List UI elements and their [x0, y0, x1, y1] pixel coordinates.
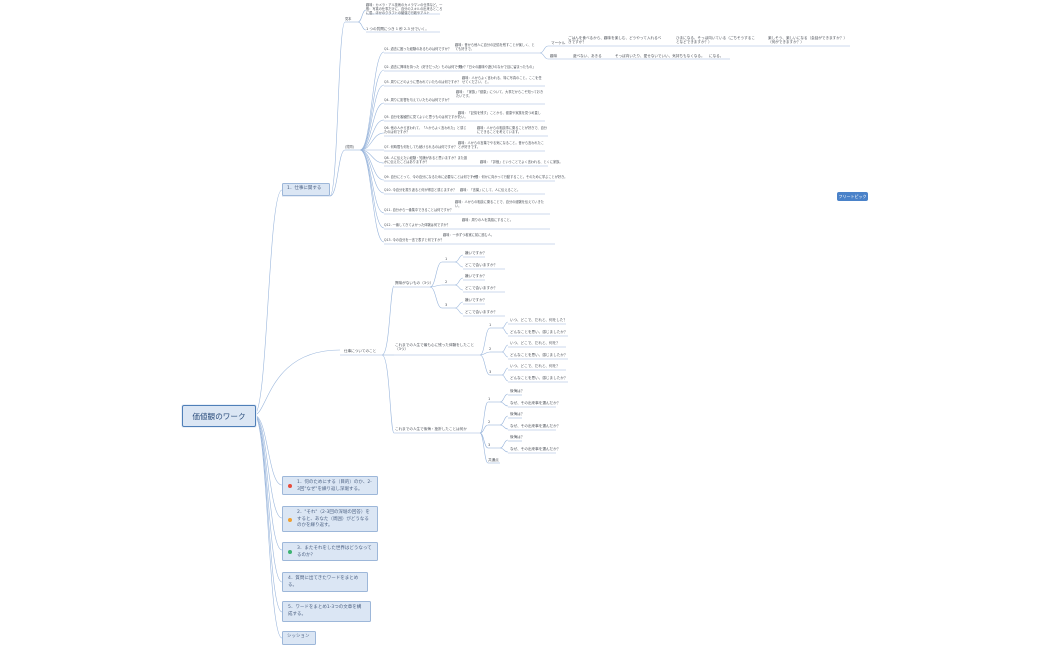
- group2-item2-q2: どんなことを思い、感じましたか？: [510, 353, 568, 357]
- group2-num-3: 3: [489, 370, 492, 374]
- answer-1: 趣味：昔から他人に自分の記憶を残すことが楽しく、とても好きで。: [455, 43, 535, 51]
- group3-item3-q1: 後悔は？: [510, 435, 525, 439]
- step-3-text: 3．またそれをした世界はどうなってるのか？: [297, 546, 372, 558]
- question-10: Q10. 今自分を振り返ると何が得意と感じますか？: [384, 188, 457, 192]
- chain-row1-item1: マーケル: [551, 41, 566, 45]
- red-dot-icon: [288, 484, 292, 488]
- green-dot-icon: [288, 550, 292, 554]
- group2-item3-q1: いつ、どこで、だれと、何を？: [510, 364, 560, 368]
- answer-12: 趣味：周りの人を笑顔にすること。: [462, 218, 514, 222]
- group2-item2-q1: いつ、どこで、だれと、何を？: [510, 341, 560, 345]
- chain-row2-item2: 遊べない、あきる: [573, 54, 602, 58]
- answer-7: 趣味：人からの言葉でやる気になること。昔から言われたことが好きです。: [458, 141, 544, 149]
- answer-4: 趣味：「家族」「健康」について、大事だからこそ知っておきたいです。: [456, 90, 544, 98]
- step-2-text: 2．"それ"（2-3回の深堀の回答）をすると、あなた（周囲）がどうなるのかを繰り…: [297, 510, 370, 528]
- step-5-text: 5．ワードをまとめ1-3つの文章を構成する。: [288, 605, 362, 617]
- chain-row1-item2: ごはんを食べるから、趣味を楽しむ、どうやって入れるべきですか？: [568, 36, 662, 45]
- group3-item2-q1: 後悔は？: [510, 412, 525, 416]
- group2-item1-q2: どんなことを思い、感じましたか？: [510, 330, 568, 334]
- question-7: Q7. 何時間も何をしても続けられるのは何ですか？: [384, 145, 458, 149]
- question-6: Q6. 他の人から言われて、「人からよく言われた」と感じたのは何ですか？: [384, 126, 467, 134]
- group2-num-2: 2: [489, 347, 492, 351]
- orange-dot-icon: [288, 518, 292, 522]
- group1-num-1: 1: [445, 257, 448, 261]
- chain-row2-item3: そっぽ向いたり、愛せないでいい、気持ちもなくなる。: [615, 54, 705, 58]
- answer-3: 趣味：人からよく言われる、特に写真のこと。ここを任せてください、と。: [462, 76, 542, 84]
- group1-num-3: 3: [445, 303, 448, 307]
- group3-item3-q2: なぜ、その出来事を選んだか？: [510, 447, 561, 451]
- chain-row1-item4: 楽しそう、楽しいになる（会話ができますか？）（何ができますか？）: [768, 36, 848, 45]
- step-6-text: シッション: [287, 634, 310, 639]
- group2-item3-q2: どんなことを思い、感じましたか？: [510, 376, 568, 380]
- chain-row2-item4: になる。: [709, 54, 724, 58]
- group2-item1-q1: いつ、どこで、だれと、何をした？: [510, 318, 567, 322]
- answer-6: 趣味：人からの相談事に乗ることが好きで、自分にできることを考えています。: [477, 126, 547, 134]
- group3-num-1: 1: [488, 397, 491, 401]
- answer-9: 一般：何かに向かって行動すること。そのために学ぶことが好き。: [472, 175, 568, 179]
- group3-item2-q2: なぜ、その出来事を選んだか？: [510, 424, 561, 428]
- step-3-node[interactable]: 3．またそれをした世界はどうなってるのか？: [282, 542, 378, 561]
- step-4-node[interactable]: 4．質問に出てきたワードをまとめる。: [282, 572, 368, 592]
- group3-item1-q1: 後悔は？: [510, 389, 525, 393]
- question-1: Q1. 過去に困った経験のあるものは何ですか？: [384, 47, 452, 51]
- chain-row2-item1: 趣味: [550, 54, 558, 58]
- floating-topic-button[interactable]: フリートピック: [837, 192, 868, 201]
- answer-8: 趣味：「評価」ということでよく言われる、とくに家族。: [480, 160, 563, 164]
- group-memorable[interactable]: これまでの人生で最も心に残った体験をしたこと（3つ）: [395, 343, 475, 352]
- answer-2: 一般：「日々の趣味や遊びのなかで目に留まったもの」: [456, 65, 536, 69]
- question-11: Q11. 自分から一番集中できることは何ですか？: [384, 208, 454, 212]
- group3-num-3: 3: [488, 443, 491, 447]
- question-13: Q13. 今の自分を一言で表すと何ですか？: [384, 238, 444, 242]
- step-1-text: 1．何のためにする（目的）のか、2-3回"なぜ"を繰り返し深堀する。: [297, 480, 372, 492]
- step-2-node[interactable]: 2．"それ"（2-3回の深堀の回答）をすると、あなた（周囲）がどうなるのかを繰り…: [282, 506, 378, 532]
- group-not-interested[interactable]: 興味がないもの（3つ）: [395, 281, 434, 285]
- root-topic[interactable]: 価値観のワーク: [182, 405, 256, 427]
- group1-item1-q2: どこで会いますか？: [465, 263, 498, 267]
- group3-num-2: 2: [488, 420, 491, 424]
- sample-instruction: 1 つの質問につき 1 秒 2-3 分でいく。: [366, 27, 429, 31]
- group-regret[interactable]: これまでの人生で後悔・挫折したことは何か: [395, 427, 467, 431]
- sample-text: 趣味：カメラ・アル技術のカメラマンの仕事など。一般：写真の仕事だけに、自分のスキ…: [366, 3, 443, 15]
- questions-label: (質問): [345, 145, 354, 149]
- question-8: Q8. 人に伝えたい経験・知識があると思いますか？また誰かに伝えたことはあります…: [384, 156, 468, 164]
- answer-5: 趣味：「記憶を残す」ことから、健康や家族を見つめ直したい。: [458, 111, 541, 119]
- group1-item1-q1: 嫌いですか？: [465, 251, 487, 255]
- question-4: Q4. 周りに影響を与えていたものは何ですか？: [384, 98, 451, 102]
- group3-item1-q2: なぜ、その出来事を選んだか？: [510, 401, 561, 405]
- step-1-node[interactable]: 1．何のためにする（目的）のか、2-3回"なぜ"を繰り返し深堀する。: [282, 476, 378, 495]
- answer-10: 趣味：「言葉」にして、人に伝えること。: [460, 188, 521, 192]
- question-3: Q3. 周りにどのように思われていたものは何ですか？: [384, 80, 461, 84]
- group1-item3-q1: 嫌いですか？: [465, 298, 487, 302]
- branch-work-topic[interactable]: 1．仕事に関する: [282, 183, 330, 196]
- question-12: Q12. 一番してきてよかった体験は何ですか？: [384, 223, 450, 227]
- step-4-text: 4．質問に出てきたワードをまとめる。: [288, 576, 359, 588]
- answer-11: 趣味：人からの相談に乗ることで、自分の経験を伝えていきたい。: [455, 200, 544, 208]
- group3-common: 共通点: [488, 458, 499, 462]
- group1-item3-q2: どこで会いますか？: [465, 310, 498, 314]
- question-2: Q2. 過去に興味を持った（好きだった）ものは何ですか？: [384, 65, 468, 69]
- sample-label: 見本: [345, 17, 352, 21]
- answer-13: 趣味：一歩ずつ着実に前に進む人。: [443, 233, 494, 237]
- group2-num-1: 1: [489, 323, 492, 327]
- branch-life-topic[interactable]: 仕事についてのこと: [344, 349, 377, 353]
- question-5: Q5. 自分を客観的に見てよいと思うものは何ですか？: [384, 115, 461, 119]
- group1-item2-q2: どこで会いますか？: [465, 286, 498, 290]
- step-5-node[interactable]: 5．ワードをまとめ1-3つの文章を構成する。: [282, 601, 371, 622]
- chain-row1-item3: ひまになる、そっぽ向いている（ごちそうすることなどできますか？）: [676, 36, 755, 45]
- question-9: Q9. 自分にとって、今の自分になるために必要なことは何ですか？: [384, 175, 480, 179]
- group1-num-2: 2: [445, 280, 448, 284]
- group1-item2-q1: 嫌いですか？: [465, 274, 487, 278]
- step-6-node[interactable]: シッション: [282, 631, 316, 645]
